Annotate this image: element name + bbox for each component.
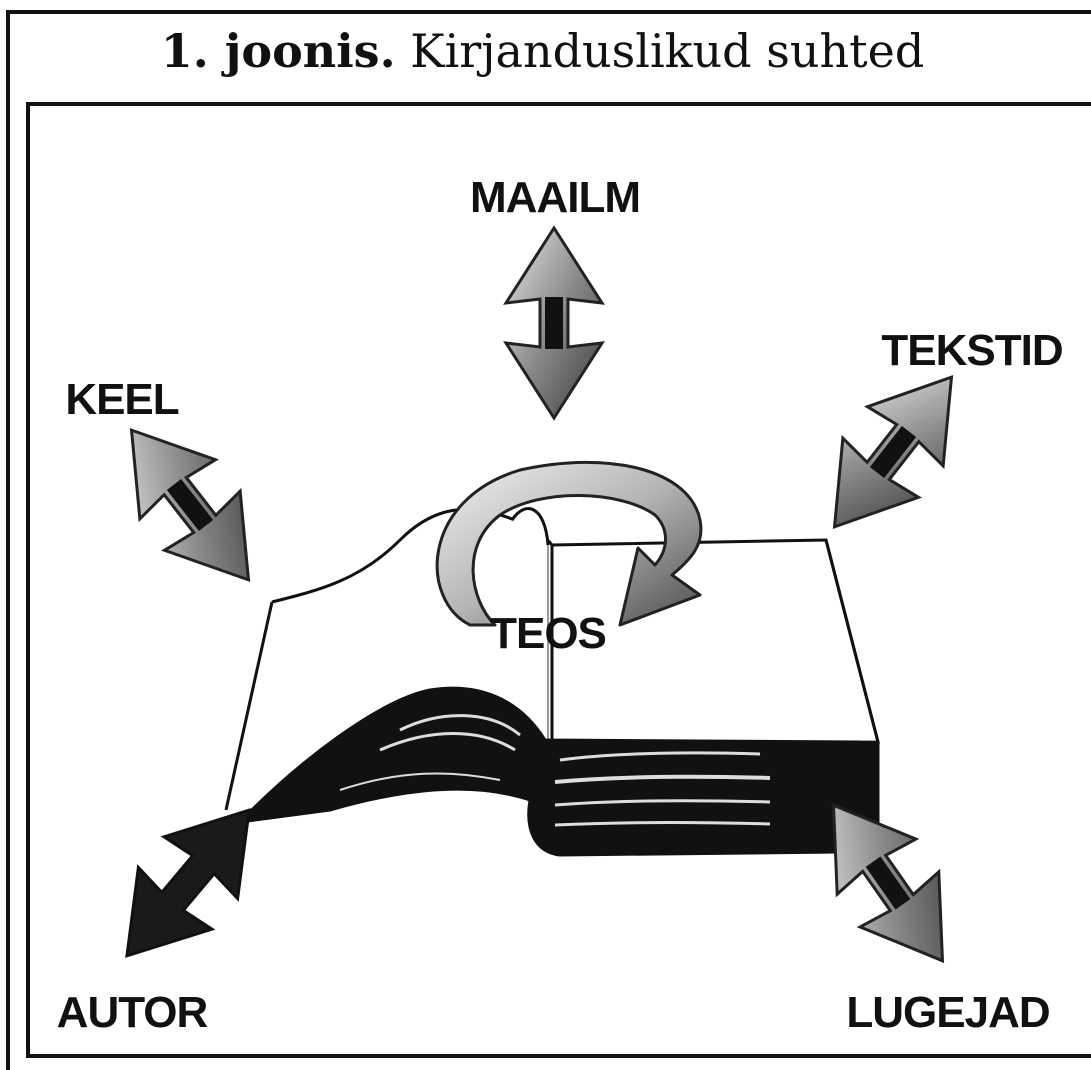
figure-title: 1. joonis. Kirjanduslikud suhted — [0, 24, 1085, 78]
node-label-language: KEEL — [65, 375, 178, 424]
node-label-author: AUTOR — [57, 988, 208, 1037]
node-label-readers: LUGEJAD — [846, 988, 1049, 1037]
open-book-icon — [224, 507, 880, 857]
double-arrow-icon — [795, 346, 991, 558]
center-label-work: TEOS — [490, 609, 606, 658]
node-label-texts: TEKSTID — [881, 326, 1062, 375]
circular-arrow-icon — [435, 460, 703, 627]
double-arrow-icon — [125, 808, 251, 958]
figure-caption: Kirjanduslikud suhted — [410, 24, 925, 78]
double-arrow-icon — [504, 226, 604, 420]
figure-number: 1. joonis. — [160, 24, 396, 78]
node-label-world: MAAILM — [470, 173, 640, 222]
double-arrow-icon — [92, 399, 288, 611]
